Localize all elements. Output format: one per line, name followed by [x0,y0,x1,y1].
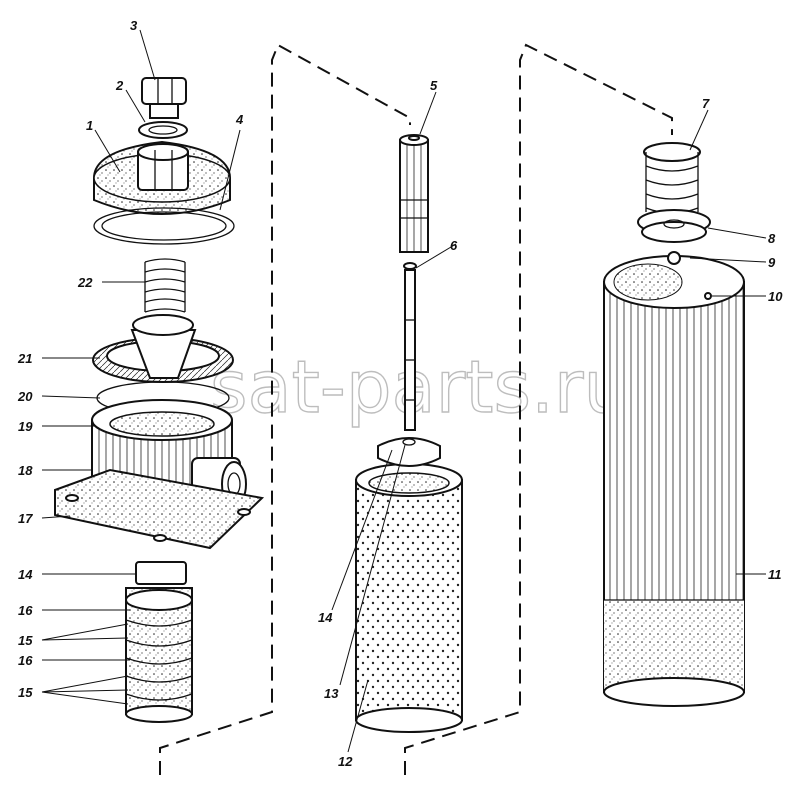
callout-14-left: 14 [18,567,33,582]
callout-3: 3 [130,18,138,33]
part-4-gasket [93,207,235,245]
part-15-16-filter-stack [125,587,193,723]
watermark-text: sat-parts.ru [210,345,629,429]
callout-17: 17 [18,511,33,526]
callout-11: 11 [768,567,782,582]
part-8-washer [637,209,711,243]
callout-labels: 3 2 1 4 22 21 20 19 18 17 14 16 15 16 15… [17,18,783,769]
right-assembly [603,142,745,707]
callout-22: 22 [77,275,93,290]
callout-10: 10 [768,289,783,304]
callout-9: 9 [768,255,776,270]
callout-15-upper: 15 [18,633,33,648]
callout-13: 13 [324,686,339,701]
part-12-filter-element [355,437,463,733]
callout-8: 8 [768,231,776,246]
callout-7: 7 [702,96,710,111]
part-11-cup [603,251,745,707]
callout-16-lower: 16 [18,653,33,668]
part-7-spring [643,142,701,214]
part-3-bolt [141,77,187,119]
part-5-tube [399,134,429,253]
part-22-spring [144,258,186,313]
part-14-bushing-left [135,561,187,585]
callout-19: 19 [18,419,33,434]
callout-20: 20 [17,389,33,404]
callout-5: 5 [430,78,438,93]
callout-4: 4 [235,112,244,127]
part-17-flange [54,468,265,550]
part-21-valve-seat [92,314,234,383]
callout-21: 21 [17,351,32,366]
callout-16-upper: 16 [18,603,33,618]
callout-2: 2 [115,78,124,93]
middle-assembly [355,134,463,733]
leader-lines [41,29,767,753]
part-6-rod [403,262,417,431]
callout-15-lower: 15 [18,685,33,700]
part-2-washer [138,121,188,139]
callout-1: 1 [86,118,93,133]
callout-14-middle: 14 [318,610,333,625]
callout-18: 18 [18,463,33,478]
part-1-cover [93,140,231,215]
left-assembly [54,77,265,723]
callout-12: 12 [338,754,353,769]
callout-6: 6 [450,238,458,253]
assembly-guide-lines [159,43,673,775]
